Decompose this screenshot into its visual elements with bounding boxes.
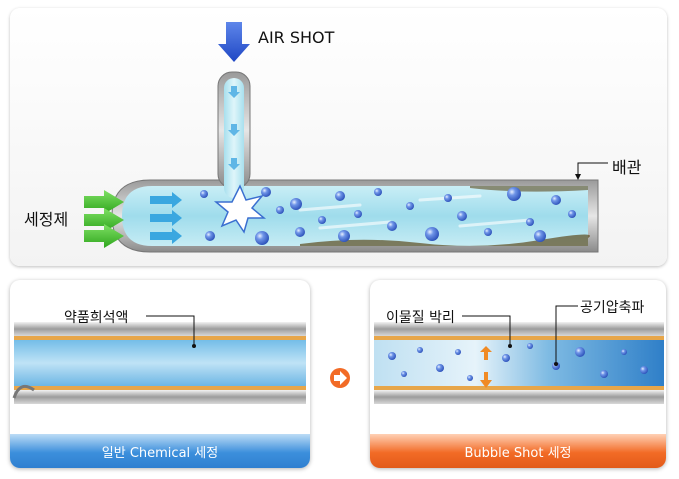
air-shot-label: AIR SHOT xyxy=(258,28,335,47)
bubbles-top xyxy=(200,187,576,245)
detergent-arrows xyxy=(84,190,124,248)
air-shot-arrow xyxy=(218,22,250,62)
pipe-residue-top xyxy=(470,186,588,192)
burst-icon xyxy=(213,184,267,234)
inflow-arrows xyxy=(150,192,182,244)
peeling-callout-label: 이물질 박리 xyxy=(386,310,455,326)
pipe-label-leader xyxy=(577,162,608,176)
down-flow-arrows xyxy=(228,86,240,170)
detergent-label: 세정제 xyxy=(24,210,69,229)
pipe-residue xyxy=(300,234,590,246)
chemical-cleaning-card: 일반 Chemical 세정 xyxy=(10,280,310,468)
chemical-footer-label: 일반 Chemical 세정 xyxy=(101,445,219,461)
pipe-label: 배관 xyxy=(612,158,642,177)
chemical-footer: 일반 Chemical 세정 xyxy=(10,434,310,468)
compression-callout-label: 공기압축파 xyxy=(580,300,645,316)
bubble-footer-label: Bubble Shot 세정 xyxy=(464,445,572,461)
vertical-pipe-water xyxy=(224,78,244,198)
chemical-callout-label: 약품희석액 xyxy=(64,310,129,326)
bubble-footer: Bubble Shot 세정 xyxy=(370,434,666,468)
